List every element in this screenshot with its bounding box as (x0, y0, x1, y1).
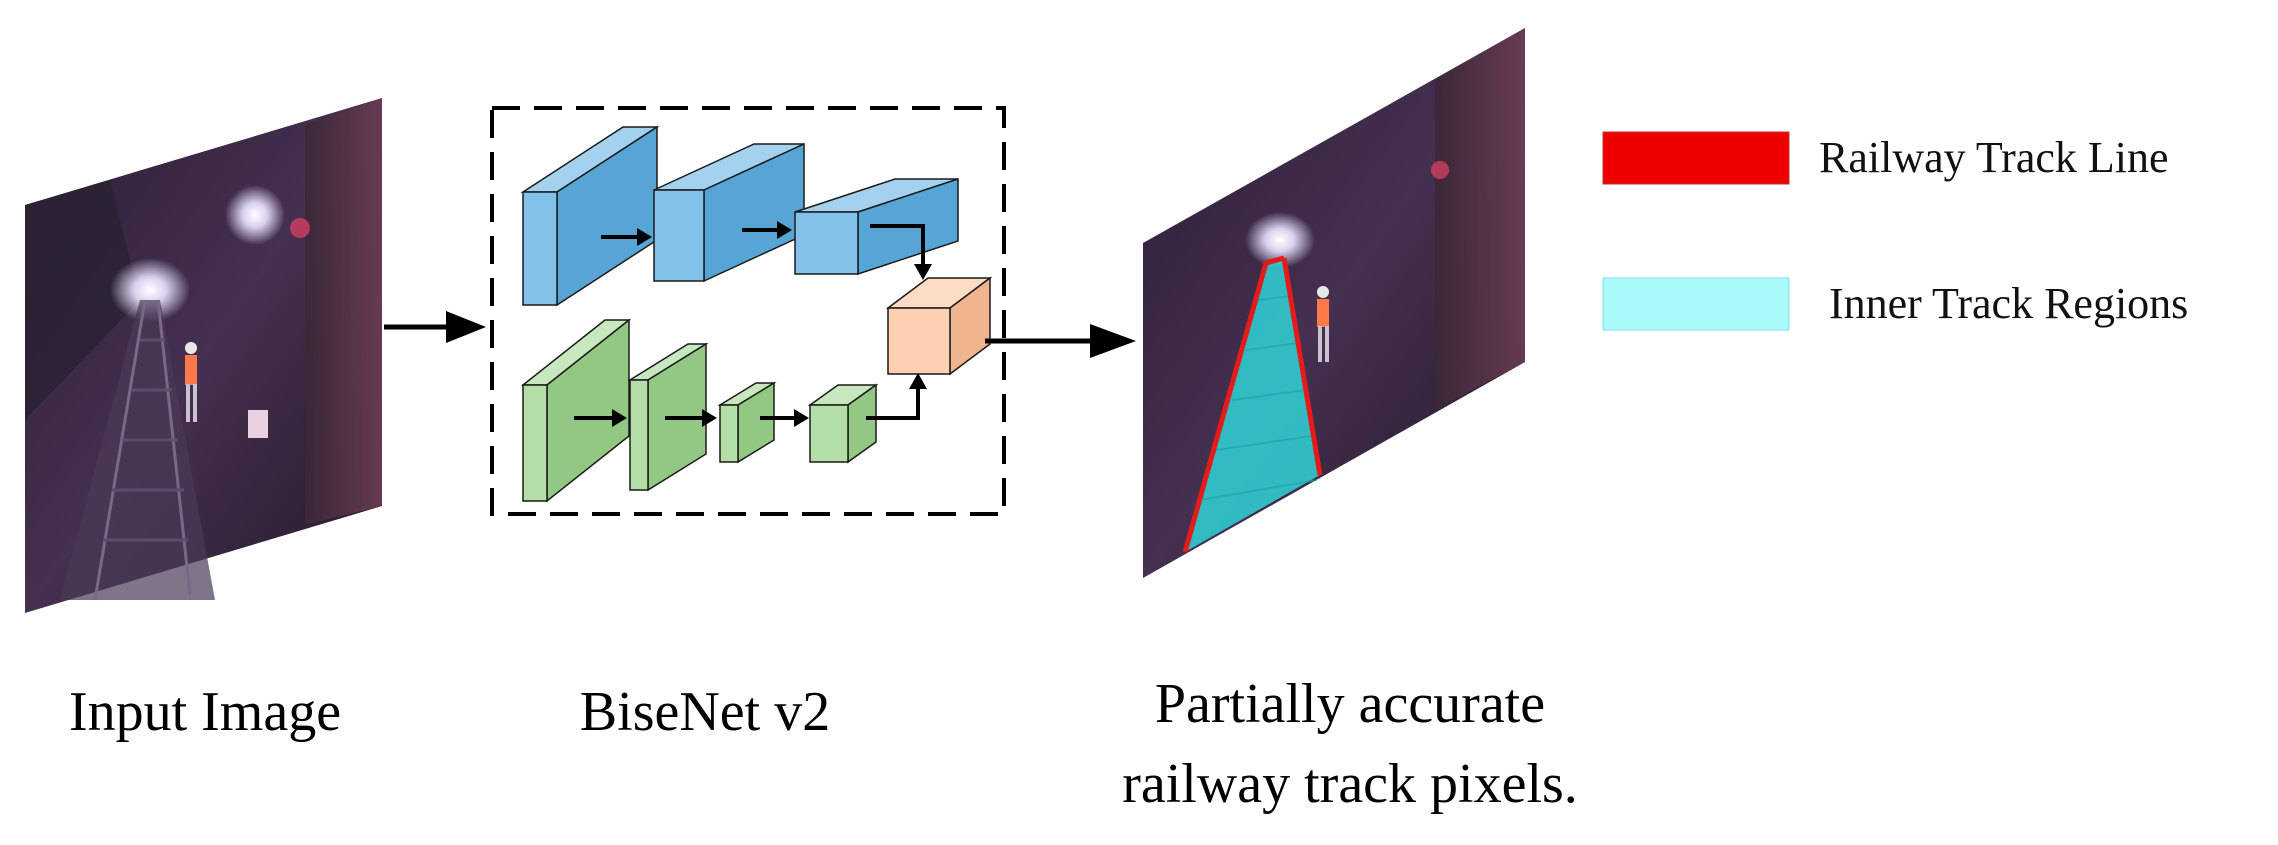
output-image (1143, 28, 1525, 578)
railway-track-line-left (1182, 262, 1269, 553)
semantic-block-4 (807, 383, 879, 464)
caption-output-line2: railway track pixels. (1122, 753, 1578, 815)
caption-input-image: Input Image (68, 681, 342, 743)
detail-branch (520, 125, 959, 307)
legend-label-track-line: Railway Track Line (1819, 133, 2169, 182)
internal-arrows (574, 221, 932, 427)
fusion-cube (885, 276, 993, 376)
semantic-block-3 (717, 381, 777, 464)
semantic-branch (520, 318, 879, 503)
detail-block-2 (653, 142, 805, 283)
fusion-block (885, 276, 993, 376)
worker-figure (185, 342, 197, 422)
input-image (25, 98, 382, 613)
bisenet-box (490, 106, 1006, 516)
legend-label-inner-region: Inner Track Regions (1829, 279, 2189, 328)
caption-bisenet: BiseNet v2 (579, 681, 831, 743)
legend-swatch-inner-region (1602, 277, 1790, 331)
legend-swatch-track-line (1602, 131, 1790, 185)
caption-output-line1: Partially accurate (1154, 673, 1546, 735)
semantic-block-1 (520, 318, 632, 503)
railway-track-line-right (1281, 257, 1323, 476)
detail-block-3 (794, 177, 959, 276)
inner-track-region (1185, 258, 1320, 552)
output-worker-figure (1317, 286, 1329, 362)
detail-block-1 (520, 125, 660, 307)
